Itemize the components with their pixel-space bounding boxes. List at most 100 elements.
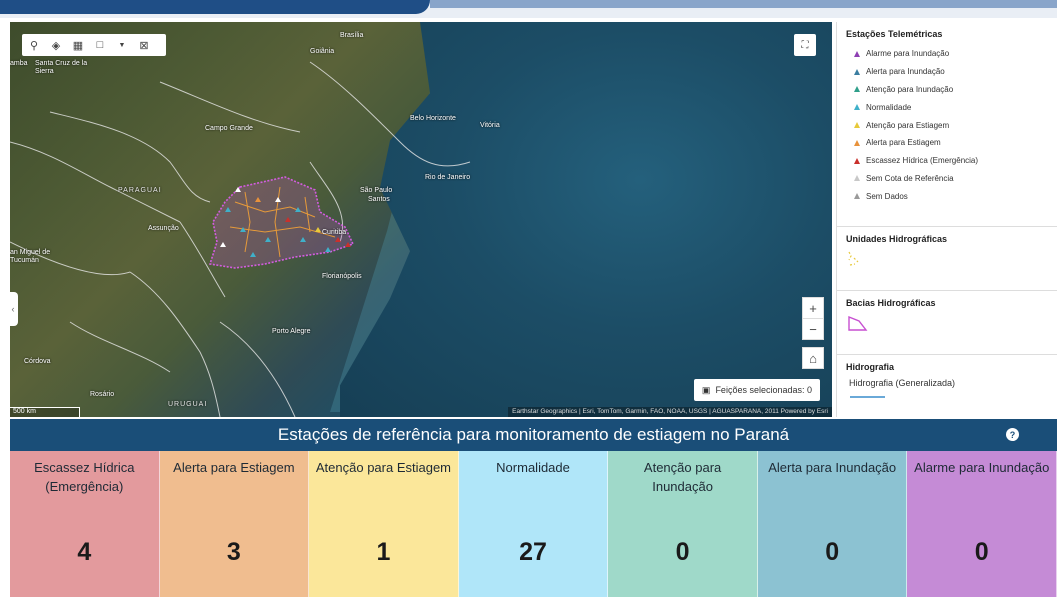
station-triangle-icon [854, 175, 860, 182]
station-triangle-icon [854, 139, 860, 146]
zoom-in-button[interactable]: + [802, 297, 824, 319]
header-strip [430, 0, 1057, 8]
selected-features-label: Feições selecionadas: 0 [715, 385, 812, 395]
legend-hydro-item: Hidrografia (Generalizada) [849, 378, 956, 388]
status-card-label: Alerta para Estiagem [173, 460, 295, 475]
status-card-value: 1 [376, 538, 391, 566]
top-bar [0, 0, 1057, 18]
place-assuncao: Assunção [148, 225, 179, 232]
place-santa-cruz: Santa Cruz de la Sierra [35, 60, 88, 75]
home-icon[interactable]: ⌂ [802, 347, 824, 369]
zoom-out-button[interactable]: − [802, 318, 824, 340]
legend-item-label: Atenção para Inundação [866, 84, 954, 94]
basin-polygon-icon [848, 315, 868, 331]
status-card-label: Escassez Hídrica (Emergência) [34, 460, 135, 494]
parana-state[interactable] [205, 172, 355, 272]
selected-features-badge[interactable]: ▣ Feições selecionadas: 0 [693, 379, 820, 401]
legend-units: Unidades Hidrográficas [837, 227, 1057, 291]
legend-item: Atenção para Estiagem [846, 116, 1047, 134]
map-view[interactable]: Brasília Goiânia amba Santa Cruz de la S… [10, 22, 832, 417]
status-card-label: Alerta para Inundação [768, 460, 897, 475]
place-florianopolis: Florianópolis [322, 273, 362, 280]
legend-item-label: Normalidade [866, 102, 912, 112]
place-uruguai: URUGUAI [168, 401, 208, 408]
layers-icon[interactable]: ◈ [51, 39, 61, 52]
place-sao-paulo: São Paulo [360, 187, 393, 194]
place-brasilia: Brasília [340, 32, 364, 39]
map-toolbar: ⚲ ◈ ▦ □ ▼ ⊠ [22, 34, 166, 56]
legend-item-label: Atenção para Estiagem [866, 120, 950, 130]
legend-item: Sem Dados [846, 187, 1047, 205]
place-cordova: Córdova [24, 358, 51, 365]
legend-panel: Estações Telemétricas Alarme para Inunda… [836, 22, 1057, 417]
status-card[interactable]: Atenção para Estiagem 1 [309, 451, 459, 597]
select-tool-icon[interactable]: □ [96, 39, 104, 51]
place-san-miguel: an Miguel de Tucumán [10, 249, 51, 264]
legend-item: Alarme para Inundação [846, 45, 1047, 63]
dashboard-title-bar: Estações de referência para monitorament… [10, 419, 1057, 451]
legend-title-hydro: Hidrografia [846, 362, 895, 372]
hydro-line-icon [850, 396, 885, 398]
legend-item: Sem Cota de Referência [846, 170, 1047, 188]
help-icon[interactable]: ? [1006, 428, 1019, 441]
place-paraguai: PARAGUAI [118, 187, 162, 194]
status-card[interactable]: Escassez Hídrica (Emergência) 4 [10, 451, 160, 597]
map-attribution: Earthstar Geographics | Esri, TomTom, Ga… [508, 407, 832, 417]
status-card-label: Atenção para Estiagem [315, 460, 452, 475]
place-campo-grande: Campo Grande [205, 125, 253, 132]
station-triangle-icon [854, 157, 860, 164]
legend-item-label: Sem Cota de Referência [866, 173, 954, 183]
place-bamba: amba [10, 60, 28, 67]
status-card-label: Normalidade [496, 460, 570, 475]
legend-item-label: Alarme para Inundação [866, 49, 950, 59]
fullscreen-icon[interactable]: ⛶ [794, 34, 816, 56]
station-triangle-icon [854, 50, 860, 57]
legend-title-basins: Bacias Hidrográficas [846, 298, 936, 308]
status-card[interactable]: Alerta para Estiagem 3 [159, 451, 310, 597]
legend-item-label: Alerta para Inundação [866, 67, 945, 77]
place-porto-alegre: Porto Alegre [272, 328, 311, 335]
place-vitoria: Vitória [480, 122, 500, 129]
status-card[interactable]: Normalidade 27 [458, 451, 609, 597]
status-card-value: 4 [77, 538, 92, 566]
place-belo-horizonte: Belo Horizonte [410, 115, 456, 122]
place-rosario: Rosário [90, 391, 115, 398]
place-curitiba: Curitiba [322, 229, 347, 236]
place-rio: Rio de Janeiro [425, 174, 471, 181]
status-card[interactable]: Alarme para Inundação 0 [907, 451, 1057, 597]
station-triangle-icon [854, 86, 860, 93]
legend-item: Normalidade [846, 98, 1047, 116]
units-symbol-icon [848, 251, 859, 266]
station-triangle-icon [854, 193, 860, 200]
status-cards: Escassez Hídrica (Emergência) 4 Alerta par… [10, 451, 1057, 597]
legend-item: Alerta para Inundação [846, 63, 1047, 81]
station-triangle-icon [854, 68, 860, 75]
legend-hydro: Hidrografia Hidrografia (Generalizada) [837, 355, 1057, 404]
legend-title-units: Unidades Hidrográficas [846, 234, 948, 244]
status-card[interactable]: Alerta para Inundação 0 [757, 451, 908, 597]
legend-item: Escassez Hídrica (Emergência) [846, 152, 1047, 170]
place-goiania: Goiânia [310, 48, 335, 55]
legend-basins: Bacias Hidrográficas [837, 291, 1057, 355]
dashboard-title: Estações de referência para monitorament… [277, 425, 790, 444]
chevron-down-icon[interactable]: ▼ [118, 41, 126, 49]
legend-item: Alerta para Estiagem [846, 134, 1047, 152]
basemap-gallery-icon[interactable]: ▦ [72, 39, 84, 52]
legend-title-telemetric: Estações Telemétricas [846, 29, 943, 39]
legend-item-label: Escassez Hídrica (Emergência) [866, 156, 979, 166]
status-card-value: 0 [974, 538, 989, 566]
header-tab [0, 0, 430, 14]
station-triangle-icon [854, 122, 860, 129]
status-card-value: 3 [226, 538, 241, 566]
status-card-value: 0 [825, 538, 840, 566]
scale-bar: 500 km [10, 407, 80, 417]
clear-selection-icon[interactable]: ⊠ [139, 39, 149, 52]
status-card-value: 27 [519, 538, 547, 566]
legend-telemetric: Estações Telemétricas Alarme para Inunda… [837, 22, 1057, 227]
search-icon[interactable]: ⚲ [29, 39, 39, 52]
collapse-panel-button[interactable]: ‹ [8, 292, 18, 326]
status-card-label: Alarme para Inundação [914, 460, 1050, 475]
map-borders [10, 61, 471, 417]
place-santos: Santos [368, 196, 390, 203]
